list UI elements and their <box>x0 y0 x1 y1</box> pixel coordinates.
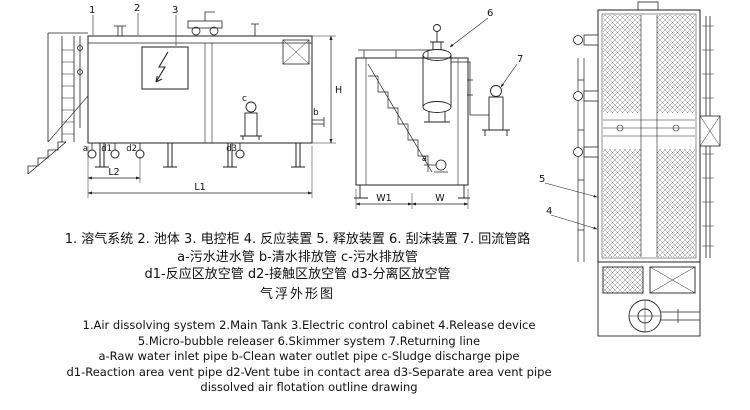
label-2: 2 <box>134 3 140 14</box>
front-legs <box>354 185 470 199</box>
air-dissolving-vessel <box>422 24 452 123</box>
cross-walkway <box>603 119 695 137</box>
caption-block-chinese: 1. 溶气系统 2. 池体 3. 电控柜 4. 反应装置 5. 释放装置 6. … <box>5 231 590 303</box>
leader-lines <box>92 13 177 46</box>
leader-5 <box>544 182 598 198</box>
label-4: 4 <box>546 206 552 217</box>
inlet-pump-icon <box>424 159 448 173</box>
right-pipe-run <box>699 16 721 258</box>
caption-en-title: dissolved air flotation outline drawing <box>200 380 418 394</box>
stub-d1-flange <box>110 149 120 159</box>
label-d3: d3 <box>226 144 237 154</box>
caption-en-legend-d: d1-Reaction area vent pipe d2-Vent tube … <box>66 364 552 379</box>
plan-view <box>544 1 721 337</box>
dimension-lines <box>87 35 336 198</box>
leader-7 <box>500 63 518 88</box>
skimmer-trolley <box>187 11 223 36</box>
label-b: b <box>313 108 319 118</box>
dim-L2-label: L2 <box>108 167 119 178</box>
side-rail <box>577 58 585 262</box>
sludge-hopper <box>282 39 310 65</box>
caption-zh-title: 气浮外形图 <box>259 286 335 302</box>
caption-zh-legend-d: d1-反应区放空管 d2-接触区放空管 d3-分离区放空管 <box>144 267 451 282</box>
front-view-labels: 6 7 a W1 W <box>376 8 523 204</box>
plan-view-labels: 5 4 <box>539 174 552 217</box>
front-view <box>354 17 518 209</box>
tank-partitions <box>204 43 213 143</box>
outlet-b-stub <box>312 117 325 127</box>
label-c: c <box>242 94 247 104</box>
tank-outline <box>87 35 313 144</box>
plan-bottom-section <box>597 261 701 337</box>
side-view <box>27 11 336 198</box>
label-5: 5 <box>539 174 545 185</box>
valve-icon <box>77 69 83 75</box>
stub-d3-flange <box>235 149 245 159</box>
front-dimensions <box>355 189 469 209</box>
front-handrail <box>358 49 432 58</box>
caption-en-legend-abc: a-Raw water inlet pipe b-Clean water out… <box>98 349 520 363</box>
side-view-labels: 1 2 3 c b a d1 d2 d3 L2 L1 H <box>83 3 342 193</box>
dim-L1-label: L1 <box>194 182 205 193</box>
label-6: 6 <box>487 8 493 19</box>
sludge-pump-icon <box>240 101 262 140</box>
lightning-icon <box>155 51 169 83</box>
tank-legs <box>95 143 305 168</box>
dim-W-label: W <box>435 193 445 204</box>
dim-H-label: H <box>335 85 342 96</box>
label-7: 7 <box>517 54 523 65</box>
stub-d2-flange <box>135 149 145 159</box>
dim-W1-label: W1 <box>376 193 391 204</box>
valve-icon <box>77 45 83 51</box>
vent-pipes <box>114 23 259 36</box>
label-d1: d1 <box>101 144 112 154</box>
vessel-pipe <box>451 61 489 116</box>
skimmer-motors <box>573 34 599 158</box>
leader-6 <box>449 17 489 48</box>
label-3: 3 <box>172 5 178 16</box>
label-a: a <box>83 144 88 154</box>
top-drive-unit <box>637 1 659 11</box>
caption-zh-legend-numbers: 1. 溶气系统 2. 池体 3. 电控柜 4. 反应装置 5. 释放装置 6. … <box>64 232 531 247</box>
caption-en-legend-2: 5.Micro-bubble releaser 6.Skimmer system… <box>137 333 481 348</box>
caption-en-legend-1: 1.Air dissolving system 2.Main Tank 3.El… <box>82 318 536 332</box>
hatch-box <box>602 266 644 294</box>
left-ladder-railing <box>47 32 89 143</box>
label-a-front: a <box>422 154 427 164</box>
stub-a-flange <box>87 149 97 159</box>
label-1: 1 <box>89 5 95 16</box>
return-pump-icon <box>482 85 510 136</box>
front-tank-outline <box>355 57 469 186</box>
access-stairs <box>27 141 67 175</box>
caption-block-english: 1.Air dissolving system 2.Main Tank 3.El… <box>0 318 618 396</box>
leader-4 <box>550 214 598 230</box>
front-stairs <box>367 63 433 173</box>
caption-zh-legend-abc: a-污水进水管 b-清水排放管 c-污水排放管 <box>177 249 418 265</box>
label-d2: d2 <box>126 144 137 154</box>
electric-control-cabinet <box>141 46 189 90</box>
valve-handwheel-icon <box>433 24 441 32</box>
